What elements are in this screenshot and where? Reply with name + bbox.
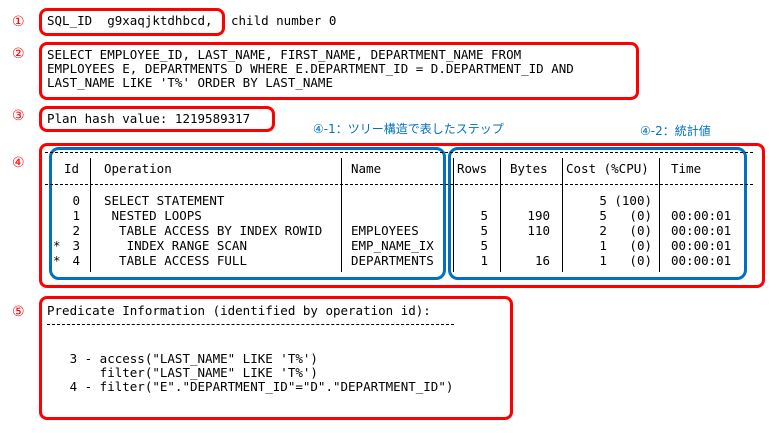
marker-1: ① xyxy=(12,14,25,30)
row-rows: 1 xyxy=(480,253,488,268)
row-time: 00:00:01 xyxy=(671,208,732,223)
row-operation: NESTED LOOPS xyxy=(104,208,202,223)
predicate-line: 3 - access("LAST_NAME" LIKE 'T%') xyxy=(47,351,318,366)
child-number: child number 0 xyxy=(231,13,337,28)
row-time: 00:00:01 xyxy=(671,223,732,238)
row-bytes: 110 xyxy=(527,223,550,238)
sql-line: SELECT EMPLOYEE_ID, LAST_NAME, FIRST_NAM… xyxy=(47,47,522,62)
sql-text: SELECT EMPLOYEE_ID, LAST_NAME, FIRST_NAM… xyxy=(47,48,574,90)
row-cost: 2 (0) xyxy=(599,223,652,238)
row-rows: 5 xyxy=(480,238,488,253)
marker-3: ③ xyxy=(12,108,25,124)
row-rows: 5 xyxy=(480,208,488,223)
row-cost: 5 (0) xyxy=(599,208,652,223)
tree-steps-box xyxy=(49,147,446,280)
row-id: 4 xyxy=(72,253,80,268)
sql-id-box xyxy=(39,8,225,36)
row-bytes: 16 xyxy=(534,253,550,268)
row-id: 2 xyxy=(72,223,80,238)
row-star: * xyxy=(53,238,61,253)
row-id: 1 xyxy=(72,208,80,223)
row-time: 00:00:01 xyxy=(671,238,732,253)
sql-text-box xyxy=(39,42,639,100)
stats-label: ④-2：統計値 xyxy=(640,124,711,138)
row-star: * xyxy=(53,253,61,268)
header-time: Time xyxy=(671,161,702,176)
col-sep xyxy=(90,158,91,272)
row-operation: INDEX RANGE SCAN xyxy=(104,238,247,253)
predicate-line: 4 - filter("E"."DEPARTMENT_ID"="D"."DEPA… xyxy=(47,379,454,394)
row-cost: 5 (100) xyxy=(599,193,652,208)
predicate-lines: 3 - access("LAST_NAME" LIKE 'T%') filter… xyxy=(47,351,454,394)
col-sep xyxy=(453,158,454,272)
predicate-box xyxy=(39,296,513,420)
row-operation: TABLE ACCESS FULL xyxy=(104,253,247,268)
row-time: 00:00:01 xyxy=(671,253,732,268)
row-cost: 1 (0) xyxy=(599,238,652,253)
table-top-rule xyxy=(45,152,753,153)
row-id: 3 xyxy=(72,238,80,253)
col-sep xyxy=(341,158,342,272)
header-bytes: Bytes xyxy=(510,161,548,176)
header-rows: Rows xyxy=(457,161,488,176)
stats-box xyxy=(448,147,747,280)
sql-line: LAST_NAME LIKE 'T%' ORDER BY LAST_NAME xyxy=(47,75,333,90)
predicate-line: filter("LAST_NAME" LIKE 'T%') xyxy=(47,365,318,380)
header-name: Name xyxy=(351,161,382,176)
plan-hash-box xyxy=(39,106,275,132)
col-sep xyxy=(500,158,501,272)
col-sep xyxy=(562,158,563,272)
row-bytes: 190 xyxy=(527,208,550,223)
marker-2: ② xyxy=(12,46,25,62)
sql-line: EMPLOYEES E, DEPARTMENTS D WHERE E.DEPAR… xyxy=(47,61,574,76)
row-name: DEPARTMENTS xyxy=(351,253,434,268)
sql-id-label: SQL_ID g9xaqjktdhbcd, xyxy=(47,13,213,28)
row-id: 0 xyxy=(72,193,80,208)
plan-table-box xyxy=(39,143,765,288)
row-cost: 1 (0) xyxy=(599,253,652,268)
row-rows: 5 xyxy=(480,223,488,238)
predicate-title: Predicate Information (identified by ope… xyxy=(47,303,431,318)
row-name: EMPLOYEES xyxy=(351,223,419,238)
header-cost: Cost (%CPU) xyxy=(566,161,649,176)
marker-4: ④ xyxy=(12,155,25,171)
row-operation: TABLE ACCESS BY INDEX ROWID xyxy=(104,223,323,238)
table-header-rule xyxy=(45,184,753,185)
row-operation: SELECT STATEMENT xyxy=(104,193,225,208)
tree-steps-label: ④-1：ツリー構造で表したステップ xyxy=(313,122,504,136)
col-sep xyxy=(659,158,660,272)
marker-5: ⑤ xyxy=(12,304,25,320)
header-operation: Operation xyxy=(104,161,172,176)
header-id: Id xyxy=(64,161,80,176)
predicate-rule xyxy=(47,324,454,325)
plan-hash-value: Plan hash value: 1219589317 xyxy=(47,111,251,126)
row-name: EMP_NAME_IX xyxy=(351,238,434,253)
